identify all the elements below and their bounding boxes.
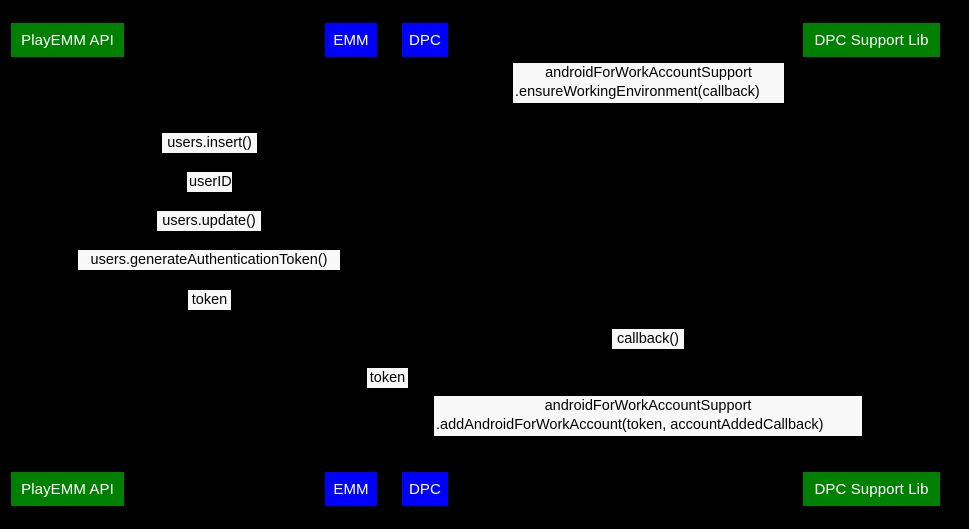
message-label-8: token	[367, 368, 408, 388]
message-arrow-6	[67, 310, 350, 311]
message-line-1: users.generateAuthenticationToken()	[90, 251, 328, 268]
lifeline-emm	[350, 57, 351, 465]
message-label-2: users.insert()	[162, 133, 257, 153]
message-line-1: androidForWorkAccountSupport	[544, 398, 752, 414]
message-label-5: users.generateAuthenticationToken()	[78, 250, 340, 270]
lifeline-playemm-api	[67, 57, 68, 465]
participant-label: PlayEMM API	[21, 31, 114, 49]
participant-playemm-api-top[interactable]: PlayEMM API	[11, 23, 124, 57]
message-arrow-9	[424, 436, 871, 437]
message-line-1: users.insert()	[167, 134, 252, 151]
message-arrow-1	[424, 103, 871, 104]
message-arrow-4	[67, 231, 350, 232]
message-arrow-5	[67, 270, 350, 271]
participant-label: PlayEMM API	[21, 480, 114, 498]
message-arrow-8	[350, 388, 424, 389]
message-label-3: userID	[187, 172, 232, 192]
participant-label: DPC	[409, 31, 441, 49]
message-line-2: .ensureWorkingEnvironment(callback)	[515, 84, 760, 100]
message-arrow-2	[67, 153, 350, 154]
lifeline-dpc-support-lib	[871, 57, 872, 465]
participant-label: DPC Support Lib	[814, 31, 929, 49]
message-label-9: androidForWorkAccountSupport .addAndroid…	[434, 396, 862, 436]
message-label-4: users.update()	[157, 211, 261, 231]
message-arrow-7	[424, 349, 871, 350]
participant-emm-top[interactable]: EMM	[325, 23, 377, 57]
participant-dpc-support-lib-top[interactable]: DPC Support Lib	[803, 23, 940, 57]
participant-playemm-api-bottom[interactable]: PlayEMM API	[11, 472, 124, 506]
message-label-6: token	[188, 290, 231, 310]
participant-emm-bottom[interactable]: EMM	[325, 472, 377, 506]
participant-dpc-bottom[interactable]: DPC	[402, 472, 448, 506]
message-line-1: token	[369, 369, 406, 386]
lifeline-dpc	[424, 57, 425, 465]
participant-label: EMM	[333, 31, 369, 49]
message-arrow-3	[67, 192, 350, 193]
participant-label: EMM	[333, 480, 369, 498]
message-line-2: .addAndroidForWorkAccount(token, account…	[436, 417, 824, 433]
message-line-1: users.update()	[162, 212, 256, 229]
participant-label: DPC	[409, 480, 441, 498]
message-label-1: androidForWorkAccountSupport .ensureWork…	[513, 63, 784, 103]
participant-label: DPC Support Lib	[814, 480, 929, 498]
message-line-1: userID	[189, 173, 232, 190]
message-label-7: callback()	[612, 329, 684, 349]
message-line-1: callback()	[616, 330, 680, 347]
message-line-1: androidForWorkAccountSupport	[545, 65, 752, 81]
participant-dpc-top[interactable]: DPC	[402, 23, 448, 57]
message-line-1: token	[191, 291, 228, 308]
participant-dpc-support-lib-bottom[interactable]: DPC Support Lib	[803, 472, 940, 506]
